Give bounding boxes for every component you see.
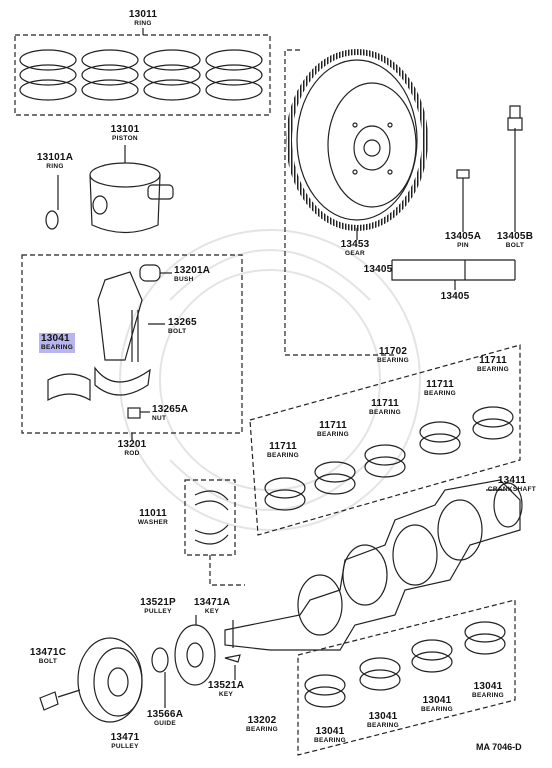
connecting-rod-illustration	[47, 264, 172, 440]
crankshaft-illustration	[224, 479, 523, 651]
diagram-id: MA 7046-D	[476, 742, 522, 752]
label-13405-set[interactable]: 13405	[440, 291, 470, 302]
piston-illustration	[45, 145, 174, 234]
crank-pulley-illustration	[39, 615, 241, 723]
main-bearings-illustration	[264, 406, 514, 511]
rod-bearing-box	[297, 599, 516, 756]
label-13405-flywheel[interactable]: 13405	[363, 264, 393, 275]
thrust-washer-illustration	[194, 490, 229, 545]
flywheel-illustration	[286, 49, 523, 290]
rod-bearings-illustration	[304, 621, 506, 708]
main-bearing-box	[249, 344, 521, 536]
piston-rings-illustration	[14, 28, 271, 116]
watermark-emblem	[119, 229, 421, 531]
